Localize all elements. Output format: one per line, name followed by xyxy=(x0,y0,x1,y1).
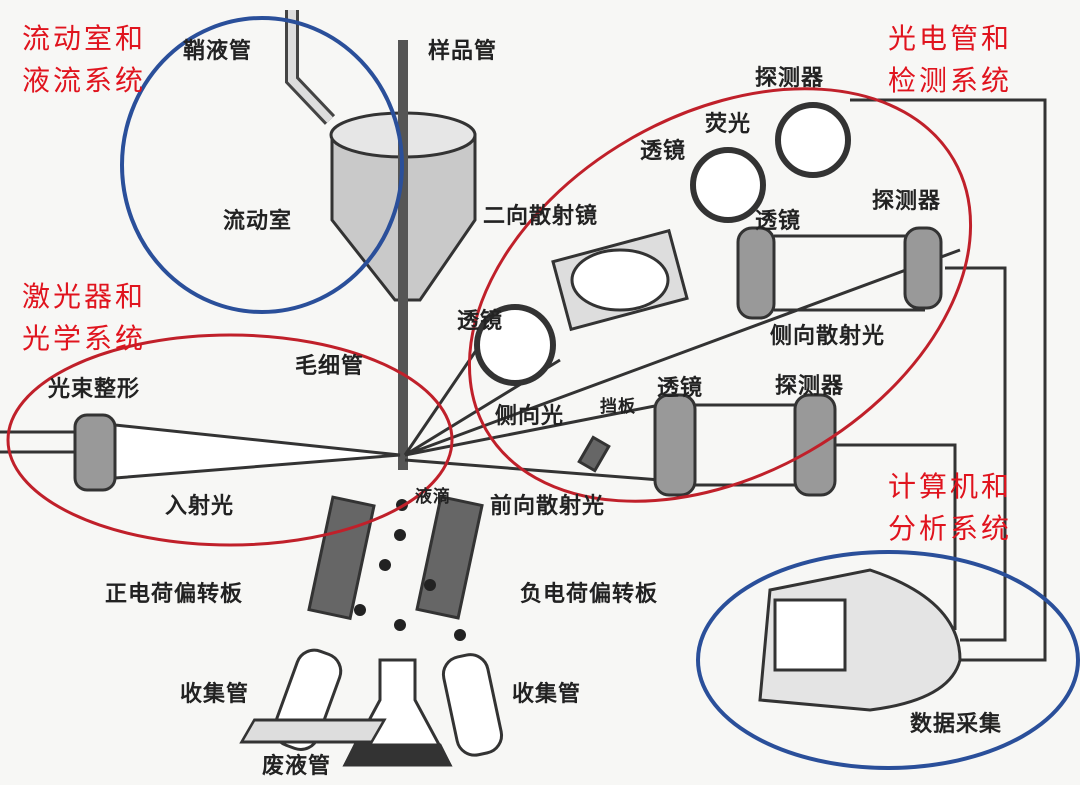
side-lens xyxy=(736,226,776,320)
diagram-shape xyxy=(695,403,810,487)
label-lens-forward: 透镜 xyxy=(657,376,704,401)
label-sample-tube: 样品管 xyxy=(428,39,498,64)
label-collect-left: 收集管 xyxy=(180,682,250,707)
label-detector-side: 探测器 xyxy=(872,189,942,214)
keyboard xyxy=(239,718,387,744)
forward-lens xyxy=(653,393,697,497)
group-label-line: 激光器和 xyxy=(22,280,147,313)
diagram-shape xyxy=(570,248,670,312)
label-dichroic-mirror: 二向散射镜 xyxy=(483,204,599,229)
diagram-shape xyxy=(424,579,436,591)
label-waste-tube: 废液管 xyxy=(262,754,332,779)
group-computer-system: 计算机和 分析系统 xyxy=(888,466,1012,550)
side-detector xyxy=(903,226,943,310)
main-lens xyxy=(474,304,556,386)
beam-shaping-lens xyxy=(73,413,117,492)
label-lens-side: 透镜 xyxy=(755,209,802,234)
label-fluorescence: 荧光 xyxy=(705,112,752,137)
diagram-shape xyxy=(288,10,333,123)
group-label-line: 液流系统 xyxy=(22,64,147,97)
diagram-shape xyxy=(0,10,1047,767)
diagram-shape xyxy=(454,629,466,641)
label-forward-scatter: 前向散射光 xyxy=(490,494,606,519)
right-collection-tube xyxy=(441,653,504,757)
diagram-shape xyxy=(773,598,847,672)
diagram-shape xyxy=(774,234,925,312)
label-baffle: 挡板 xyxy=(600,397,636,417)
group-label-line: 流动室和 xyxy=(22,22,147,55)
computer-system-outline xyxy=(696,550,1080,770)
group-label-line: 光电管和 xyxy=(888,22,1013,55)
group-flow-system: 流动室和 液流系统 xyxy=(22,18,146,102)
diagram-shape xyxy=(379,559,391,571)
label-collect-right: 收集管 xyxy=(512,682,582,707)
group-label-line: 光学系统 xyxy=(22,322,147,355)
label-beam-shaping: 光束整形 xyxy=(48,377,141,402)
label-side-scatter: 侧向散射光 xyxy=(770,324,886,349)
label-side-light: 侧向光 xyxy=(495,404,565,429)
label-capillary: 毛细管 xyxy=(295,354,365,379)
incident-beam xyxy=(114,423,401,480)
diagram-shape xyxy=(342,743,453,767)
label-droplet: 液滴 xyxy=(415,487,451,507)
label-positive-plate: 正电荷偏转板 xyxy=(105,582,244,607)
label-lens-main: 透镜 xyxy=(457,309,504,334)
label-sheath-tube: 鞘液管 xyxy=(183,39,253,64)
group-label-line: 计算机和 xyxy=(888,470,1013,503)
group-detection-system: 光电管和 检测系统 xyxy=(888,18,1012,102)
diagram-shape xyxy=(835,98,1047,662)
diagram-shape xyxy=(354,604,366,616)
label-data-acquisition: 数据采集 xyxy=(910,712,1003,737)
label-flow-chamber: 流动室 xyxy=(223,209,293,234)
label-detector-forward: 探测器 xyxy=(775,374,845,399)
group-label-line: 检测系统 xyxy=(888,64,1013,97)
label-lens-fluor: 透镜 xyxy=(640,139,687,164)
fluor-detector xyxy=(775,102,851,178)
label-negative-plate: 负电荷偏转板 xyxy=(520,582,659,607)
negative-plate xyxy=(415,494,484,620)
baffle xyxy=(577,435,611,473)
laser-system-outline xyxy=(6,333,454,547)
group-label-line: 分析系统 xyxy=(888,512,1013,545)
diagram-shape xyxy=(394,619,406,631)
diagram-shape xyxy=(394,529,406,541)
label-detector-fluor: 探测器 xyxy=(755,66,825,91)
positive-plate xyxy=(307,495,376,621)
flow-system-outline xyxy=(120,16,404,314)
group-laser-system: 激光器和 光学系统 xyxy=(22,276,146,360)
detection-system-outline xyxy=(467,87,973,503)
label-incident-light: 入射光 xyxy=(165,494,235,519)
fluor-lens xyxy=(690,147,766,223)
forward-detector xyxy=(793,393,837,497)
